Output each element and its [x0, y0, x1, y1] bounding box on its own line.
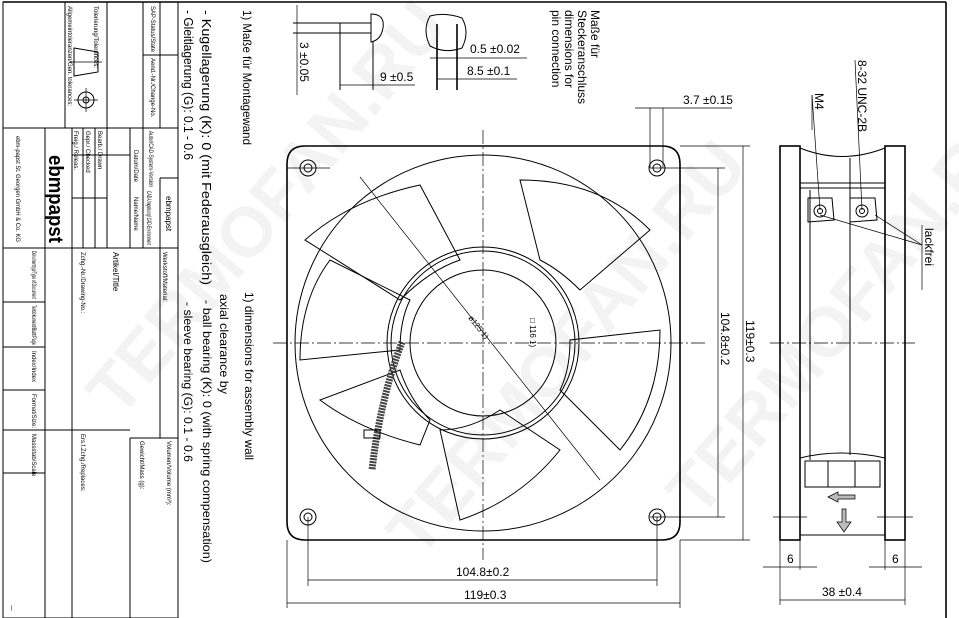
fan-side-view: M4 8-32 UNC-2B lackfrei 6 6 38 ±0.4	[763, 59, 936, 605]
note-de-sleeve-bearing: - Gleitlagerung (G): 0.1 - 0.6	[181, 10, 196, 160]
ebmpapst-logo: ebmpapst	[44, 155, 66, 243]
dim-hole-spacing-vertical: 104.8±0.2	[718, 312, 732, 366]
dim-diameter: ø125 1)	[466, 314, 490, 342]
pin-note-en-2: pin connection	[549, 10, 563, 87]
connector	[799, 452, 886, 488]
note-en-assembly: 1) dimensions for assembly wall	[242, 292, 256, 460]
dim-flange-left: 6	[787, 552, 794, 566]
label-title: Artikel/Title	[111, 252, 120, 292]
pin-note-de-2: Steckeranschluss	[575, 10, 589, 104]
label-gen-tolerances: Allgemeintoleranzen/Gen. tolerances:	[66, 6, 72, 106]
dim-square: □ 116 1)	[528, 318, 537, 347]
label-released: Freig./ Releas.	[72, 131, 78, 170]
label-index: Index/Index	[30, 351, 36, 382]
label-thread-unc: 8-32 UNC-2B	[855, 60, 869, 132]
pin-note-de-1: Maße für	[588, 10, 602, 58]
dim-pin-width: 0.5 ±0.02	[470, 42, 520, 56]
projection-symbol-icon	[70, 47, 102, 112]
label-date: Datum/Date	[132, 150, 138, 183]
company-name: ebm-papst St. Georgen GmbH & Co. KG	[14, 136, 20, 242]
note-en-ball-bearing: - ball bearing (K): 0 (with spring compe…	[200, 300, 214, 563]
dim-hole-diameter: 3.7 ±0.15	[683, 93, 733, 107]
dim-pin-height: 3 ±0.05	[297, 42, 311, 82]
rotation-arrow-icon	[836, 508, 852, 533]
dim-depth: 38 ±0.4	[822, 585, 862, 599]
note-en-sleeve-bearing: - sleeve bearing (G): 0.1 - 0.6	[181, 302, 195, 462]
label-drawn: Bearb./ Drawn	[96, 131, 102, 169]
pin-connection-detail: Maße für Steckeranschluss dimensions for…	[293, 5, 602, 104]
dim-hole-spacing-horizontal: 104.8±0.2	[456, 565, 510, 579]
note-en-axial: axial clearance by	[217, 294, 231, 394]
cad-env-value: ebmpapst	[164, 196, 173, 232]
pin-side-view: 3 ±0.05 9 ±0.5	[293, 5, 415, 95]
label-doc-type: Dokumenttyp/Type of Document	[30, 251, 36, 299]
label-cad-version: Autor/CAD-System-Version	[147, 131, 153, 187]
label-name: Name/Name	[132, 197, 138, 231]
cable	[368, 340, 406, 471]
dim-pin-spacing: 8.5 ±0.1	[467, 64, 511, 78]
label-scale: Massstab/Scale	[30, 434, 36, 477]
scale-value: —	[8, 605, 14, 611]
label-lackfrei: lackfrei	[922, 228, 936, 266]
label-replaces: Ers.f.Zchg./Replaces:	[79, 434, 85, 492]
pin-note-en-1: dimensions for	[562, 10, 576, 88]
label-checked: Gepr./ Checked	[84, 131, 90, 173]
label-tolerances: Tolerierung/Tolerances:	[92, 6, 98, 68]
label-page: Teildokument/Blatt/Page	[30, 305, 36, 345]
dim-frame-height: 119±0.3	[743, 320, 757, 363]
airflow-arrow-icon	[827, 491, 856, 503]
label-volume: Volumen/Volume (mm³):	[165, 441, 171, 506]
label-sap-status: SAP-Status/State	[149, 6, 155, 53]
label-material: Werkstoff/Material:	[161, 252, 167, 302]
fan-front-view: ø125 1) □ 116 1) 3.7 ±0.15 104.8±0.2 119…	[273, 93, 757, 608]
label-change-no: Aend.-Nr./Change-No.	[149, 58, 155, 118]
dim-pin-length: 9 ±0.5	[380, 70, 414, 84]
label-thread-m4: M4	[812, 93, 826, 110]
screw-bosses	[807, 197, 878, 223]
label-mass: Gewicht/Mass (g):	[138, 441, 144, 490]
notes: 1) Maße für Montagewand - Kugellagerung …	[181, 10, 256, 563]
pin-front-view: 0.5 ±0.02 8.5 ±0.1	[425, 13, 527, 90]
note-de-assembly: 1) Maße für Montagewand	[240, 10, 254, 145]
title-block: SAP-Status/State Aend.-Nr./Change-No. To…	[2, 1, 179, 618]
label-drawing-no: Zchg.-Nr./Drawing-No.:	[79, 252, 85, 314]
label-size: Format/Size:	[30, 394, 36, 428]
dim-flange-right: 6	[892, 552, 899, 566]
note-de-ball-bearing: - Kugellagerung (K): 0 (mit Federausglei…	[199, 10, 214, 285]
label-cad-env: CAD-Umgebung/ CAD-Environment	[145, 191, 151, 245]
dim-frame-width: 119±0.3	[464, 588, 507, 602]
